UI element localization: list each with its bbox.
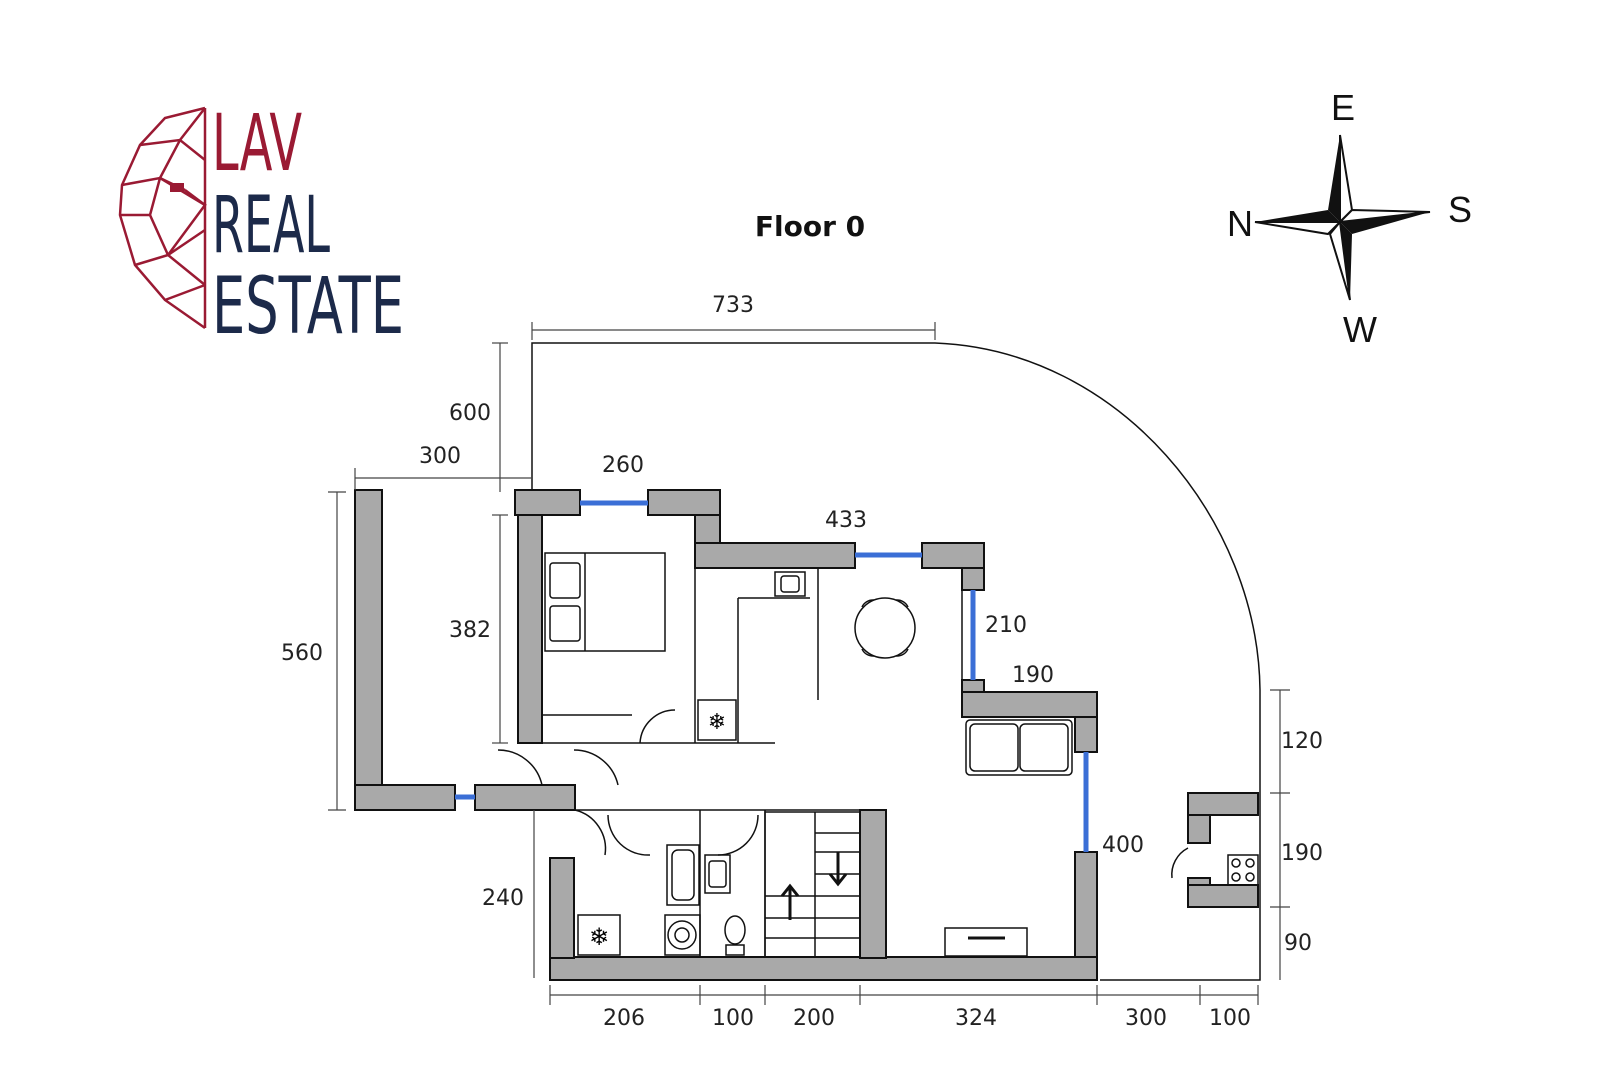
logo-line-real: REAL	[212, 181, 330, 271]
stove-icon	[1227, 854, 1259, 886]
toilet-icon	[724, 915, 746, 956]
compass-south-label: S	[1448, 189, 1472, 230]
tv-unit	[944, 927, 1028, 957]
dim-window-dining: 433	[825, 508, 867, 533]
plot-boundary	[531, 342, 1261, 981]
bed	[544, 552, 666, 652]
floor-title: Floor 0	[755, 210, 865, 243]
fridge-icon: ❄	[697, 699, 737, 741]
company-logo: LAV REAL ESTATE	[118, 99, 404, 352]
dim-terrace-height: 560	[281, 641, 323, 666]
interior-lines	[542, 568, 963, 957]
dim-bottom-3: 200	[793, 1006, 835, 1031]
dimension-lines	[328, 322, 1290, 1005]
sofa	[965, 719, 1073, 776]
dim-bottom-2: 100	[712, 1006, 754, 1031]
logo-line-estate: ESTATE	[212, 262, 404, 352]
walls	[354, 489, 1259, 981]
dim-window-bedroom: 260	[602, 453, 644, 478]
freezer-icon: ❄	[577, 914, 621, 956]
dim-top-width: 733	[712, 293, 754, 318]
dim-right-120: 120	[1281, 729, 1323, 754]
dim-upper-left-height: 600	[449, 401, 491, 426]
dim-bottom-4: 324	[955, 1006, 997, 1031]
washing-machine-icon	[664, 914, 701, 956]
dim-bottom-1: 206	[603, 1006, 645, 1031]
compass-west-label: W	[1343, 309, 1377, 350]
dim-bottom-6: 100	[1209, 1006, 1251, 1031]
dim-bottom-5: 300	[1125, 1006, 1167, 1031]
lion-eye-icon	[170, 183, 184, 192]
dim-window-side-upper: 210	[985, 613, 1027, 638]
compass-rose-icon	[1254, 134, 1431, 301]
bathtub-icon	[666, 844, 700, 906]
dim-right-190: 190	[1281, 841, 1323, 866]
bathroom-sink-icon	[704, 854, 731, 894]
windows	[455, 500, 1089, 852]
dim-window-side-lower: 400	[1102, 833, 1144, 858]
compass-east-label: E	[1331, 87, 1355, 128]
svg-text:❄: ❄	[589, 923, 609, 951]
dim-right-90: 90	[1284, 931, 1312, 956]
dim-step-190: 190	[1012, 663, 1054, 688]
dim-bedroom-height: 382	[449, 618, 491, 643]
dining-table	[854, 597, 916, 659]
compass-north-label: N	[1227, 203, 1253, 244]
kitchen-sink-icon	[774, 571, 806, 597]
logo-line-lav: LAV	[212, 99, 302, 189]
dim-terrace-width: 300	[419, 444, 461, 469]
lion-head-icon	[118, 106, 207, 330]
stairs	[764, 811, 861, 958]
dim-lower-left-height: 240	[482, 886, 524, 911]
svg-text:❄: ❄	[708, 710, 726, 735]
